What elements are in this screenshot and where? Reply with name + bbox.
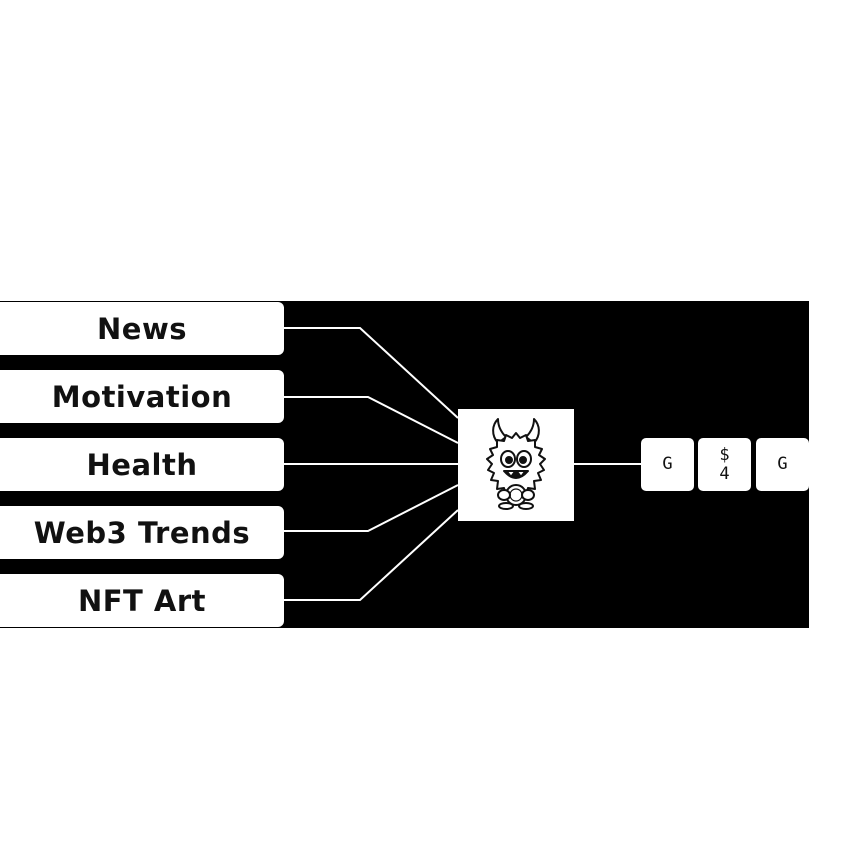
connector-nft-art: [284, 509, 459, 601]
hub-card: [458, 409, 574, 521]
output-key-3-top: G: [777, 454, 788, 474]
connector-news: [284, 327, 459, 419]
output-key-2-top: $: [719, 444, 730, 465]
topic-motivation: Motivation: [0, 370, 284, 423]
output-key-1: G: [641, 438, 694, 491]
topic-health: Health: [0, 438, 284, 491]
topic-news: News: [0, 302, 284, 355]
output-key-2: $ 4: [698, 438, 751, 491]
connector-motivation: [284, 396, 459, 444]
output-key-2-bottom: 4: [719, 463, 730, 484]
output-key-3: G: [756, 438, 809, 491]
output-key-1-top: G: [662, 454, 673, 474]
topic-nft-art: NFT Art: [0, 574, 284, 627]
monster-mascot-icon: [486, 418, 546, 510]
connector-web3-trends: [284, 484, 459, 532]
topic-web3-trends: Web3 Trends: [0, 506, 284, 559]
